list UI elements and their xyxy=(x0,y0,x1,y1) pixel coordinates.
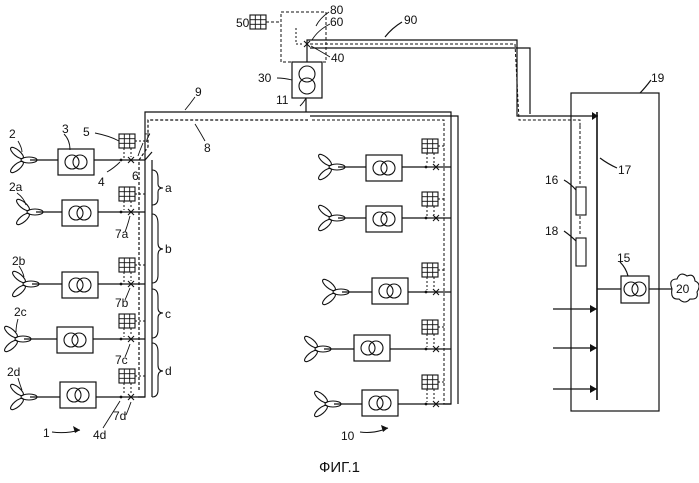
label-8: 8 xyxy=(204,141,211,155)
turbine-row-right-3 xyxy=(321,263,451,306)
label-7b: 7b xyxy=(115,296,129,310)
arrow-farm-1 xyxy=(52,426,80,433)
transformer-icon xyxy=(58,149,94,175)
controller-icon xyxy=(119,314,135,328)
label-19: 19 xyxy=(651,71,665,85)
label-60: 60 xyxy=(330,15,344,29)
transmission-line-90 xyxy=(307,22,598,116)
label-16: 16 xyxy=(545,173,559,187)
transformer-icon xyxy=(60,382,96,408)
turbine-row-right-2 xyxy=(317,192,451,232)
label-20: 20 xyxy=(676,282,690,296)
label-4: 4 xyxy=(98,175,105,189)
transformer-icon xyxy=(62,200,98,226)
label-30: 30 xyxy=(258,71,272,85)
label-18: 18 xyxy=(545,224,559,238)
label-11: 11 xyxy=(276,93,289,107)
label-5: 5 xyxy=(83,125,90,139)
controller-icon xyxy=(422,139,438,153)
turbine-row-left-1 xyxy=(9,134,145,175)
turbine-row-left-5 xyxy=(9,369,145,411)
label-40: 40 xyxy=(331,51,345,65)
controller-icon xyxy=(250,15,266,29)
label-2b: 2b xyxy=(12,254,26,268)
label-2a: 2a xyxy=(9,180,23,194)
turbine-row-left-2 xyxy=(15,187,145,226)
comm-line-90 xyxy=(310,44,580,126)
collector-line-9 xyxy=(138,112,310,397)
label-d: d xyxy=(165,364,172,378)
controller-icon xyxy=(119,134,135,148)
controller-icon xyxy=(119,369,135,383)
label-3: 3 xyxy=(62,122,69,136)
label-50: 50 xyxy=(236,16,250,30)
figure-caption: ФИГ.1 xyxy=(319,459,360,476)
main-transformer-30 xyxy=(292,62,322,98)
transformer-icon xyxy=(362,390,398,416)
feeder-top-line xyxy=(145,152,152,160)
label-1: 1 xyxy=(43,426,50,440)
transformer-15 xyxy=(621,276,649,303)
turbine-row-left-4 xyxy=(3,314,145,353)
turbine-row-left-3 xyxy=(11,258,145,298)
label-9: 9 xyxy=(195,85,202,99)
transformer-icon xyxy=(372,278,408,304)
label-7: 7 xyxy=(144,131,151,145)
label-15: 15 xyxy=(617,251,631,265)
transformer-icon xyxy=(62,272,98,298)
label-10: 10 xyxy=(341,429,355,443)
label-a: a xyxy=(165,181,172,195)
turbine-row-right-1 xyxy=(317,139,451,181)
label-2c: 2c xyxy=(14,305,27,319)
label-6: 6 xyxy=(132,169,139,183)
controller-icon xyxy=(422,320,438,334)
grid-19 xyxy=(553,80,672,411)
label-7a: 7a xyxy=(115,227,129,241)
device-18 xyxy=(576,238,586,266)
transformer-icon xyxy=(354,335,390,361)
leader-lines-left xyxy=(16,97,205,428)
controller-icon xyxy=(119,258,135,272)
label-b: b xyxy=(165,242,172,256)
arrow-farm-10 xyxy=(360,425,388,433)
label-7d: 7d xyxy=(113,409,126,423)
device-16 xyxy=(576,187,586,215)
controller-icon xyxy=(422,375,438,389)
turbine-row-right-5 xyxy=(313,375,451,418)
controller-icon xyxy=(422,192,438,206)
label-2d: 2d xyxy=(7,365,20,379)
controller-icon xyxy=(119,187,135,201)
label-90: 90 xyxy=(404,13,418,27)
transformer-icon xyxy=(366,206,402,232)
label-17: 17 xyxy=(618,163,632,177)
label-c: c xyxy=(165,307,171,321)
label-7c: 7c xyxy=(115,353,128,367)
label-2: 2 xyxy=(9,127,16,141)
grid-box xyxy=(571,93,659,411)
substation xyxy=(250,12,330,106)
reference-labels: 2 3 5 7 9 8 6 4 2a a 7a b 2b 7b c 2c 7c … xyxy=(7,3,690,476)
braces xyxy=(152,170,163,397)
wind-farm-right xyxy=(310,112,458,404)
controller-icon xyxy=(422,263,438,277)
control-box-80 xyxy=(281,12,326,62)
turbine-row-right-4 xyxy=(303,320,451,363)
label-4d: 4d xyxy=(93,428,106,442)
wind-farm-left xyxy=(138,98,310,397)
transformer-icon xyxy=(366,155,402,181)
transformer-icon xyxy=(57,327,93,353)
